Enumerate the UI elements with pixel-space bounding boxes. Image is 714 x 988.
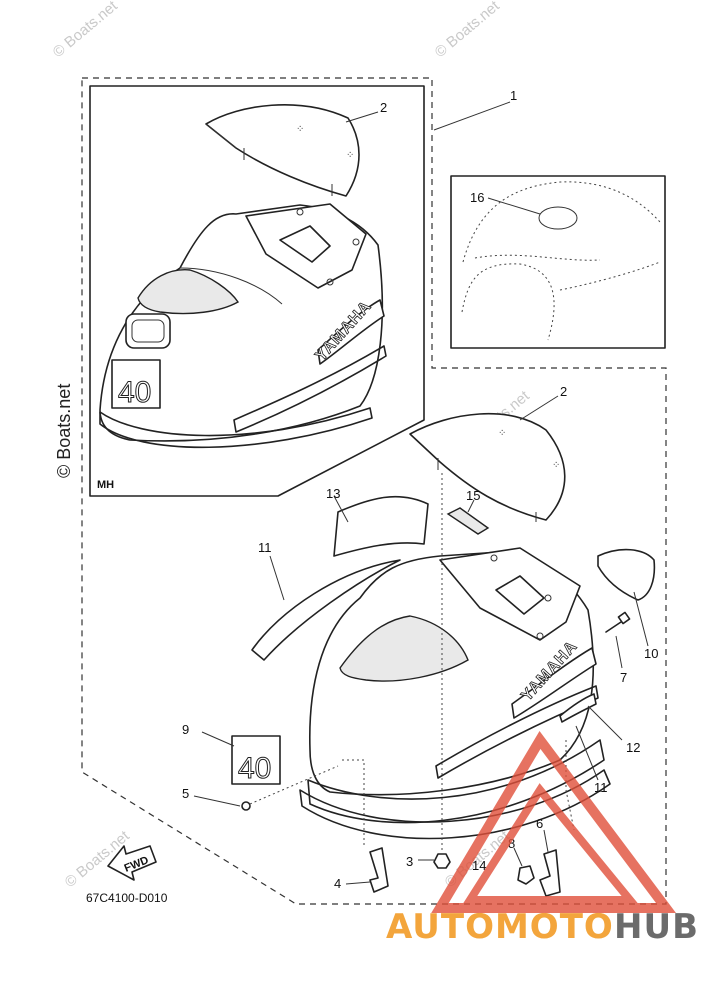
mh-top-cowling: YAMAHA 40 [99, 203, 387, 449]
part-6-clip [539, 849, 561, 897]
part-4-guide [342, 759, 365, 848]
leader-lines [193, 101, 649, 885]
callout-7: 7 [620, 670, 627, 685]
part-2-cover: ⁘ ⁘ [409, 412, 566, 522]
part-15-grommet [446, 507, 490, 535]
callout-3: 3 [406, 854, 413, 869]
mh-cover-part-2: ⁘ ⁘ [205, 104, 360, 197]
part-3-nut [433, 853, 451, 869]
callout-11-right: 11 [594, 780, 608, 795]
detail-contour-2 [474, 254, 601, 261]
part-12-stripe [559, 693, 597, 723]
part-8-nut [517, 865, 535, 885]
callout-15: 15 [466, 488, 480, 503]
part-14-guide [565, 740, 575, 831]
main-top-cowling: YAMAHA [299, 547, 611, 840]
mh-decal-40: 40 [118, 376, 151, 409]
part-13-decal [333, 495, 429, 557]
fwd-arrow: FWD [107, 845, 157, 881]
callout-11-left: 11 [258, 540, 272, 555]
svg-text:⁘: ⁘ [498, 428, 506, 439]
callout-4: 4 [334, 876, 341, 891]
callout-6: 6 [536, 816, 543, 831]
watermark-side: © Boats.net [54, 384, 74, 478]
callout-2: 2 [560, 384, 567, 399]
logo-text-hub: HUB [614, 907, 699, 947]
callout-12: 12 [626, 740, 640, 755]
callout-9: 9 [182, 722, 189, 737]
svg-text:⁘: ⁘ [552, 460, 560, 471]
diagram-code: 67C4100-D010 [86, 891, 168, 905]
logo-text-automoto: AUTOMOTO [386, 907, 614, 947]
detail-contour-3 [461, 263, 555, 341]
part-11-stripe [251, 559, 401, 661]
watermark-top-left: © Boats.net [50, 0, 122, 61]
callout-10: 10 [644, 646, 658, 661]
callout-14: 14 [472, 858, 486, 873]
svg-text:⁘: ⁘ [346, 150, 354, 161]
part-16-seal [538, 206, 578, 230]
detail-contour-1 [462, 181, 661, 263]
mh-variant-label: MH [97, 479, 114, 491]
callout-13: 13 [326, 486, 340, 501]
callout-5: 5 [182, 786, 189, 801]
detail-contour-4 [559, 261, 661, 291]
callout-16: 16 [470, 190, 484, 205]
assembly-boundary [81, 77, 667, 905]
part-7-screw [605, 611, 631, 633]
callout-8: 8 [508, 836, 515, 851]
callout-1: 1 [510, 88, 517, 103]
mh-variant-panel [89, 85, 425, 497]
part-9-decal: 40 [231, 735, 281, 786]
part-10-pad [597, 548, 656, 601]
callout-2-mh: 2 [380, 100, 387, 115]
svg-text:⁘: ⁘ [296, 124, 304, 135]
part-5-screw [241, 765, 339, 811]
detail-panel-16 [450, 175, 666, 349]
svg-text:40: 40 [238, 752, 271, 785]
watermark-top-right: © Boats.net [432, 0, 504, 61]
logo-triangle [431, 731, 676, 913]
part-4-bracket [369, 847, 389, 893]
